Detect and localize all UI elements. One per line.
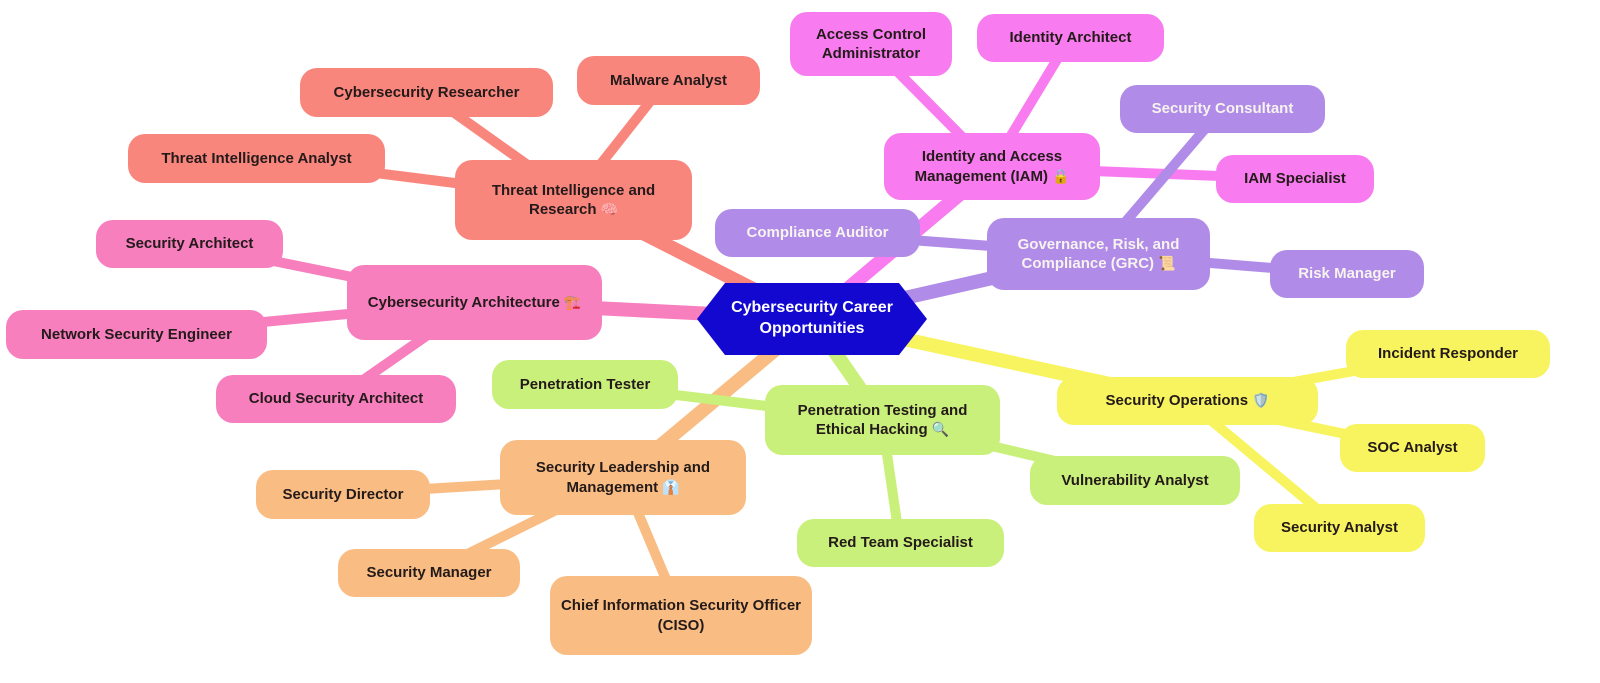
child-label: Security Analyst xyxy=(1281,519,1398,537)
child-label: Chief Information Security Officer (CISO… xyxy=(560,597,802,634)
node-threat-intelligence-analyst: Threat Intelligence Analyst xyxy=(128,134,385,183)
node-security-manager: Security Manager xyxy=(338,549,520,597)
node-penetration-tester: Penetration Tester xyxy=(492,360,678,409)
child-label: Penetration Tester xyxy=(519,375,651,393)
child-label: Identity Architect xyxy=(1009,29,1132,47)
node-compliance-auditor: Compliance Auditor xyxy=(715,209,920,257)
node-security-architect: Security Architect xyxy=(96,220,283,268)
branch-label: Governance, Risk, and Compliance (GRC) xyxy=(1017,235,1180,273)
node-malware-analyst: Malware Analyst xyxy=(577,56,760,105)
node-risk-manager: Risk Manager xyxy=(1270,250,1424,298)
node-leadership-branch: Security Leadership and Management👔 xyxy=(500,440,746,515)
child-label: Compliance Auditor xyxy=(746,224,889,242)
child-label: Access Control Administrator xyxy=(815,25,927,63)
node-incident-responder: Incident Responder xyxy=(1346,330,1550,378)
node-red-team-specialist: Red Team Specialist xyxy=(797,519,1004,567)
node-root: Cybersecurity Career Opportunities xyxy=(697,283,927,355)
scroll-icon: 📜 xyxy=(1158,255,1176,271)
node-cloud-security-architect: Cloud Security Architect xyxy=(216,375,456,423)
node-security-analyst: Security Analyst xyxy=(1254,504,1425,552)
node-soc-analyst: SOC Analyst xyxy=(1340,424,1485,472)
child-label: IAM Specialist xyxy=(1244,170,1346,188)
node-access-control-administrator: Access Control Administrator xyxy=(790,12,952,76)
node-security-director: Security Director xyxy=(256,470,430,519)
child-label: Security Director xyxy=(282,485,404,503)
child-label: SOC Analyst xyxy=(1367,439,1458,457)
node-iam-specialist: IAM Specialist xyxy=(1216,155,1374,203)
branch-label: Cybersecurity Architecture xyxy=(367,293,560,311)
root-label: Cybersecurity Career Opportunities xyxy=(731,299,893,337)
child-label: Cybersecurity Researcher xyxy=(333,83,520,101)
node-secops-branch: Security Operations🛡️ xyxy=(1057,377,1318,425)
node-identity-architect: Identity Architect xyxy=(977,14,1164,62)
branch-label: Identity and Access Management (IAM) xyxy=(914,148,1063,185)
child-label: Incident Responder xyxy=(1377,345,1519,363)
child-label: Threat Intelligence Analyst xyxy=(161,149,352,167)
node-iam-branch: Identity and Access Management (IAM)🔒 xyxy=(884,133,1100,200)
magnifying-glass-icon: 🔍 xyxy=(931,421,950,437)
child-label: Security Architect xyxy=(125,235,254,253)
node-grc-branch: Governance, Risk, and Compliance (GRC)📜 xyxy=(987,218,1210,290)
brain-icon: 🧠 xyxy=(600,201,618,217)
node-pentest-branch: Penetration Testing and Ethical Hacking🔍 xyxy=(765,385,1000,455)
node-network-security-engineer: Network Security Engineer xyxy=(6,310,267,359)
branch-label: Security Operations xyxy=(1105,392,1249,410)
child-label: Cloud Security Architect xyxy=(248,390,424,408)
child-label: Network Security Engineer xyxy=(41,325,232,343)
shield-icon: 🛡️ xyxy=(1252,392,1270,409)
lock-icon: 🔒 xyxy=(1051,167,1070,184)
child-label: Vulnerability Analyst xyxy=(1061,471,1209,489)
branch-label: Threat Intelligence and Research xyxy=(491,181,656,219)
node-ciso: Chief Information Security Officer (CISO… xyxy=(550,576,812,655)
node-cybersecurity-researcher: Cybersecurity Researcher xyxy=(300,68,553,117)
node-security-consultant: Security Consultant xyxy=(1120,85,1325,133)
necktie-icon: 👔 xyxy=(662,478,680,495)
child-label: Malware Analyst xyxy=(610,71,727,89)
branch-label: Security Leadership and Management xyxy=(535,459,711,496)
child-label: Red Team Specialist xyxy=(828,534,973,552)
node-architecture-branch: Cybersecurity Architecture🏗️ xyxy=(347,265,602,340)
node-threat-intelligence-branch: Threat Intelligence and Research🧠 xyxy=(455,160,692,240)
child-label: Security Manager xyxy=(366,564,492,582)
building-construction-icon: 🏗️ xyxy=(563,293,582,310)
child-label: Security Consultant xyxy=(1151,100,1294,118)
child-label: Risk Manager xyxy=(1298,265,1396,283)
branch-label: Penetration Testing and Ethical Hacking xyxy=(797,401,968,439)
node-vulnerability-analyst: Vulnerability Analyst xyxy=(1030,456,1240,505)
